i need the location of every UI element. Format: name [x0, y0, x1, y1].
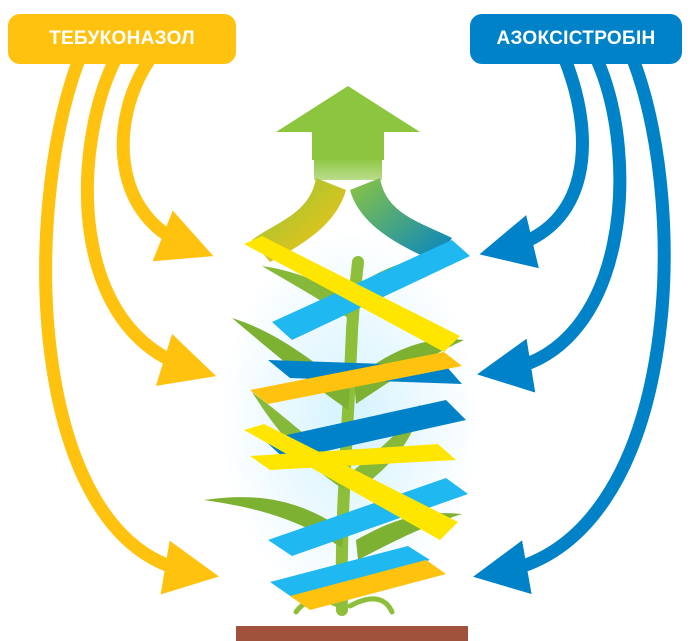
helix [244, 236, 470, 610]
tebuconazole-label: ТЕБУКОНАЗОЛ [8, 14, 236, 64]
azoxystrobin-arrows [473, 55, 671, 595]
soil-bar [236, 626, 468, 641]
azoxystrobin-label: АЗОКСІСТРОБІН [470, 14, 682, 64]
growth-arrow [252, 86, 452, 262]
tebuconazole-arrows [39, 55, 219, 595]
